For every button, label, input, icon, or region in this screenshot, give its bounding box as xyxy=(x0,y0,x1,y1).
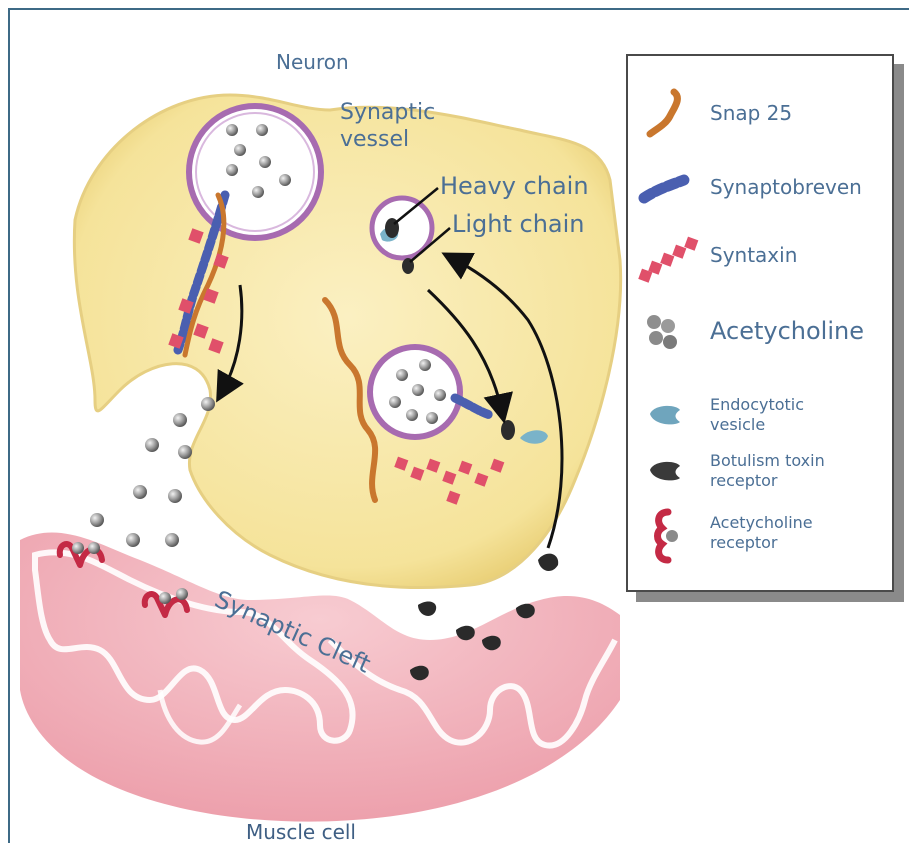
legend-label-ach-receptor-line1: Acetycholine xyxy=(710,514,813,532)
legend-label-botulism-line2: receptor xyxy=(710,472,778,490)
legend-label-ach-receptor-line2: receptor xyxy=(710,534,778,552)
legend-label-endocytotic-line1: Endocytotic xyxy=(710,396,804,414)
botulism-toxin-receptor-icon xyxy=(634,450,694,494)
synaptic-vessel-label-line2: vessel xyxy=(340,127,409,152)
legend-item-endocytotic-vesicle: Endocytotic vesicle xyxy=(628,394,892,444)
synaptic-vessel-label-line1: Synaptic xyxy=(340,100,435,125)
legend-label-syntaxin: Syntaxin xyxy=(710,244,797,267)
synaptic-vesicle xyxy=(189,106,321,238)
legend-item-synaptobrevin: Synaptobreven xyxy=(628,164,892,214)
synaptobrevin-icon xyxy=(634,164,694,218)
neuron-label: Neuron xyxy=(276,50,349,74)
muscle-cell-label: Muscle cell xyxy=(246,820,356,844)
legend-item-acetylcholine: Acetycholine xyxy=(628,304,892,364)
legend-item-botulism-toxin-receptor: Botulism toxin receptor xyxy=(628,450,892,500)
legend-item-snap25: Snap 25 xyxy=(628,84,892,144)
legend-label-snap25: Snap 25 xyxy=(710,102,792,125)
legend-item-syntaxin: Syntaxin xyxy=(628,228,892,288)
light-chain-label: Light chain xyxy=(452,210,585,238)
legend-item-acetylcholine-receptor: Acetycholine receptor xyxy=(628,506,892,566)
legend-label-acetylcholine: Acetycholine xyxy=(710,318,864,346)
middle-vesicle xyxy=(370,347,460,437)
legend-label-endocytotic-line2: vesicle xyxy=(710,416,765,434)
legend-label-botulism-line1: Botulism toxin xyxy=(710,452,825,470)
syntaxin-icon xyxy=(634,228,704,292)
acetylcholine-icon xyxy=(634,304,694,368)
acetylcholine-receptor-icon xyxy=(634,506,694,570)
heavy-chain-label: Heavy chain xyxy=(440,172,589,200)
snap25-icon xyxy=(634,84,694,148)
legend-panel: Snap 25 Synaptobreven Syntaxin xyxy=(626,54,894,592)
endocytotic-vesicle-icon xyxy=(634,394,694,438)
legend-label-synaptobrevin: Synaptobreven xyxy=(710,176,862,199)
